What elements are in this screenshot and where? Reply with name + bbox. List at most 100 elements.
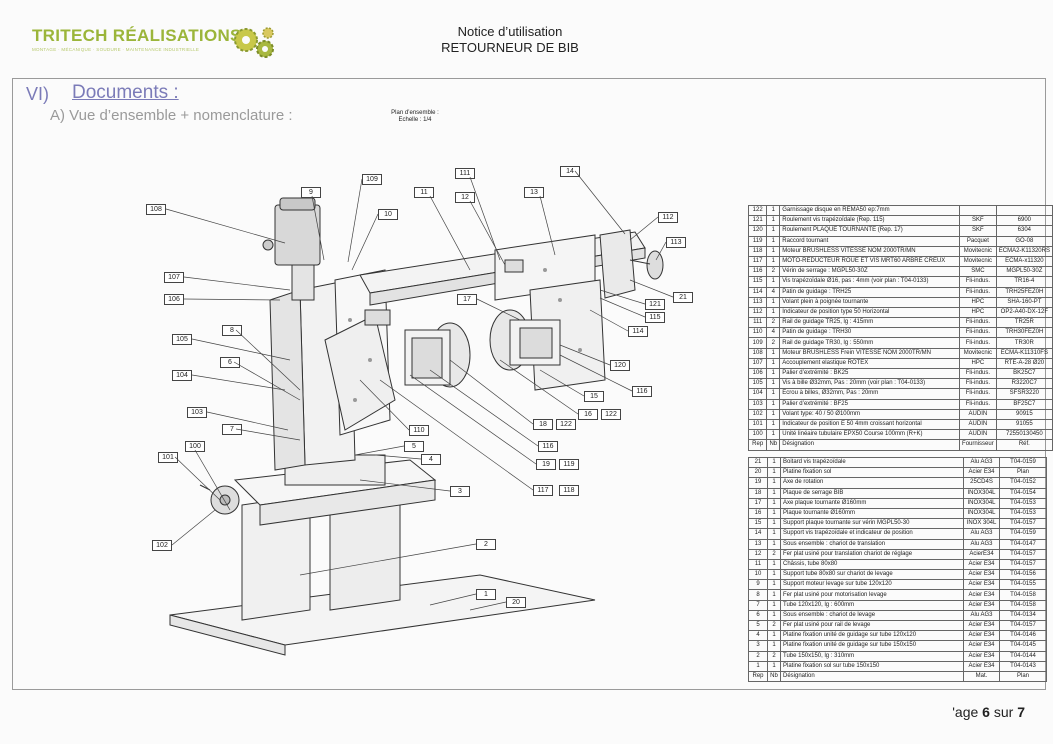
- callout-label: 102: [152, 540, 172, 551]
- bom-cell: SMC: [959, 266, 997, 278]
- bom-cell: 18: [748, 487, 768, 499]
- bom-cell: INOX304L: [963, 487, 1000, 499]
- callout-label: 116: [632, 386, 652, 397]
- callout-label: 114: [628, 326, 648, 337]
- callout-label: 21: [673, 292, 693, 303]
- bom-cell: Alu AG3: [963, 528, 1000, 540]
- section-number: VI): [26, 84, 50, 104]
- bom-cell: Platine fixation unité de guidage sur tu…: [780, 640, 964, 652]
- bom-cell: 1: [767, 456, 781, 469]
- plan-caption-line-1: Plan d’ensemble :: [391, 110, 439, 116]
- bom-cell: 10: [748, 569, 768, 581]
- bom-cell: Acier E34: [963, 569, 1000, 581]
- bom-cell: 13: [748, 538, 768, 550]
- bom-cell: 4: [748, 630, 768, 642]
- callout-label: 6: [220, 357, 240, 368]
- bom-cell: 112: [747, 306, 768, 319]
- bom-cell: 2: [767, 650, 781, 662]
- bom-cell: 1: [766, 347, 781, 359]
- bom-cell: TR16-4: [995, 276, 1053, 288]
- bom-cell: Alu AG3: [963, 609, 1000, 622]
- bom-cell: 1: [767, 507, 781, 520]
- bom-cell: Acier E34: [963, 640, 1000, 652]
- bom-cell: AUDIN: [959, 429, 997, 441]
- callout-label: 119: [559, 459, 579, 470]
- bom-cell: 1: [766, 235, 781, 247]
- bom-cell: 1: [766, 245, 781, 257]
- bom-cell: 1: [767, 477, 781, 489]
- bom-cell: ECMA2-K11320RS: [995, 245, 1053, 257]
- bom-cell: HPC: [959, 306, 997, 319]
- bom-cell: Fli-indus.: [959, 367, 997, 380]
- bom-cell: 1: [766, 398, 781, 410]
- bom-cell: Indicateur de position type 50 Horizonta…: [779, 306, 961, 319]
- bom-cell: 1: [748, 660, 768, 672]
- bom-cell: BF25C7: [995, 398, 1053, 410]
- bom-cell: 1: [767, 497, 781, 509]
- bom-cell: Fli-indus.: [959, 327, 997, 339]
- bom-cell: 1: [766, 215, 781, 227]
- page-total: 7: [1017, 704, 1025, 720]
- callout-label: 109: [362, 174, 382, 185]
- bom-cell: 117: [747, 255, 768, 268]
- bom-cell: Acier E34: [963, 660, 1000, 672]
- callout-label: 104: [172, 370, 192, 381]
- bom-cell: 1: [767, 589, 781, 601]
- bom-cell: Vérin de serrage : MGPL50-30Z: [779, 266, 961, 278]
- callout-label: 16: [578, 409, 598, 420]
- bom-cell: Fli-indus.: [959, 398, 997, 410]
- bom-cell: Support vis trapézoïdale et indicateur d…: [780, 528, 964, 540]
- bom-cell: Désignation: [779, 439, 961, 451]
- bom-cell: Platine fixation unité de guidage sur tu…: [780, 630, 964, 642]
- bom-cell: 6304: [995, 225, 1053, 237]
- bom-cell: 4: [766, 327, 781, 339]
- callout-label: 110: [409, 425, 429, 436]
- bom-cell: 14: [748, 528, 768, 540]
- page-prefix: 'age: [952, 704, 979, 720]
- bom-cell: 114: [747, 286, 768, 298]
- bom-cell: Acier E34: [963, 579, 1000, 591]
- bom-cell: T04-0159: [999, 528, 1047, 540]
- bom-cell: 1: [767, 630, 781, 642]
- bom-cell: 2: [766, 266, 781, 278]
- bom-cell: Fournisseur: [959, 439, 997, 451]
- bom-cell: 8: [748, 589, 768, 601]
- callout-label: 12: [455, 192, 475, 203]
- bom-cell: Platine fixation sol sur tube 150x150: [780, 660, 964, 672]
- bom-cell: Plan: [999, 467, 1047, 479]
- bom-cell: INOX 304L: [963, 518, 1000, 530]
- bom-cell: 1: [766, 367, 781, 380]
- bom-cell: R3220C7: [995, 378, 1053, 390]
- callout-label: 17: [457, 294, 477, 305]
- bom-cell: T04-0157: [999, 518, 1047, 530]
- bom-cell: Tube 120x120, lg : 600mm: [780, 599, 964, 611]
- bom-cell: Alu AG3: [963, 538, 1000, 550]
- callout-label: 9: [301, 187, 321, 198]
- bom-cell: 1: [766, 418, 781, 431]
- callout-label: 105: [172, 334, 192, 345]
- bom-cell: Acier E34: [963, 558, 1000, 571]
- bom-cell: TR30R: [995, 337, 1053, 349]
- callout-label: 111: [455, 168, 475, 179]
- bom-cell: T04-0154: [999, 487, 1047, 499]
- callout-label: 20: [506, 597, 526, 608]
- bom-cell: Support tube 80x80 sur chariot de levage: [780, 569, 964, 581]
- bom-cell: T04-0159: [999, 456, 1047, 469]
- bom-cell: 2: [748, 650, 768, 662]
